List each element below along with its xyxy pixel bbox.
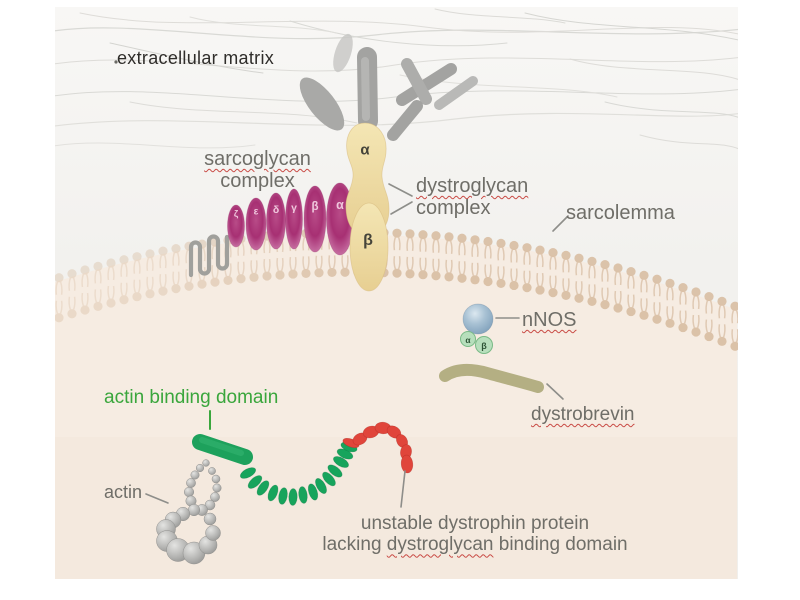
ecm-fiber-lines — [55, 8, 738, 150]
sarcoglycan-complex-shape — [227, 182, 354, 256]
beta-dystroglycan — [349, 202, 389, 292]
cytoplasm-lower-shade — [55, 437, 737, 579]
syntrophin-alpha-letter: α — [465, 335, 471, 345]
caption-line2-post: binding domain — [493, 534, 628, 556]
diagram-artwork — [55, 8, 738, 579]
actin-binding-domain-label: actin binding domain — [104, 387, 279, 408]
dystrobrevin-label: dystrobrevin — [531, 404, 635, 425]
unstable-red-end — [342, 421, 414, 474]
actin-label: actin — [104, 482, 143, 502]
dystroglycan-complex-shape — [345, 122, 390, 292]
dgc-diagram: extracellular matrix sarcoglycan complex… — [55, 7, 738, 579]
unstable-caption-leader-line — [400, 470, 406, 508]
caption-line1: unstable dystrophin protein — [360, 513, 590, 534]
sarcolemma-leader-line — [552, 215, 569, 232]
nnos-label: nNOS — [522, 309, 577, 331]
dystroglycan-complex-word: complex — [416, 197, 491, 220]
sarcoglycan-complex-label: sarcoglycan complex — [200, 148, 315, 193]
dystrobrevin-shape — [439, 364, 544, 393]
caption-dystroglycan-word: dystroglycan — [386, 534, 494, 556]
sarcoglycan-gamma-letter: γ — [291, 202, 297, 214]
dystrophin-coil — [239, 441, 358, 506]
alpha-dystroglycan-letter: α — [360, 141, 370, 159]
sarcoglycan-epsilon-letter: ε — [253, 206, 259, 218]
sarcoglycan-word: sarcoglycan — [204, 148, 311, 170]
sarcoglycan-complex-word: complex — [220, 170, 295, 193]
beta-dystroglycan-letter: β — [363, 232, 373, 249]
sarcoglycan-delta-letter: δ — [272, 204, 280, 216]
sarcolemma-label: sarcolemma — [566, 202, 675, 224]
leader-lines — [145, 183, 569, 508]
actin-leader-line — [145, 493, 169, 504]
dystrobrevin-leader-line — [546, 383, 564, 400]
nnos-complex-shape — [460, 303, 494, 354]
sarcoglycan-beta-letter: β — [311, 201, 319, 213]
dystroglycan-leader-line-lower — [390, 201, 413, 215]
actin-filament-shape — [156, 459, 222, 565]
dystroglycan-word: dystroglycan — [416, 175, 529, 197]
dystroglycan-complex-label: dystroglycan complex — [416, 175, 528, 220]
sarcospan-coil — [188, 234, 230, 278]
sarcoglycan-alpha-letter: α — [336, 198, 344, 212]
dystrophin-protein-shape — [192, 421, 414, 506]
caption-line2-pre: lacking — [322, 534, 387, 556]
syntrophin-beta-letter: β — [481, 341, 487, 351]
laminin-petals — [299, 33, 478, 141]
extracellular-matrix-label: extracellular matrix — [117, 48, 275, 68]
unstable-dystrophin-caption: unstable dystrophin protein lacking dyst… — [270, 513, 680, 556]
dystroglycan-leader-line-upper — [388, 183, 413, 197]
sarcoglycan-zeta-letter: ζ — [233, 208, 239, 220]
